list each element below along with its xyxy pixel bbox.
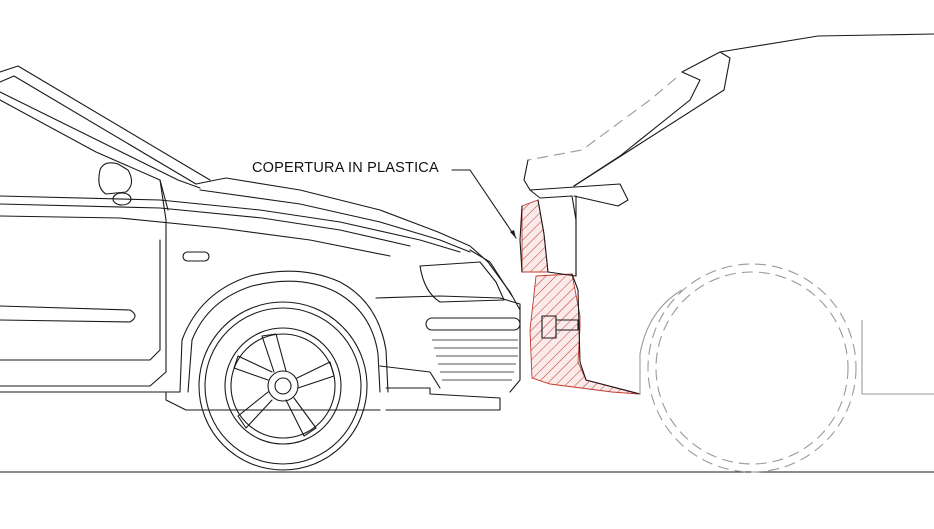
right-car-spoiler	[523, 159, 629, 207]
left-car-bumper-top	[375, 295, 521, 393]
left-car-sill	[0, 391, 381, 411]
right-car-bumper-lower	[571, 273, 641, 395]
left-car-grille-slats	[432, 339, 518, 381]
left-car-headlight-top	[469, 249, 513, 297]
right-car-arch-left	[639, 289, 683, 394]
left-car-mirror	[98, 162, 133, 195]
annotation-arrowhead	[510, 230, 516, 238]
left-car-a-pillar-outer	[0, 65, 211, 181]
left-car-mirror-base	[112, 192, 132, 206]
right-car-roof	[719, 33, 934, 53]
plastic-cover-lower	[529, 273, 639, 395]
right-car-hidden-wheel-outer	[647, 263, 857, 473]
left-car-bumper-strip	[425, 317, 521, 331]
left-car-door-inner	[0, 239, 161, 361]
left-car-a-pillar-inner	[0, 75, 197, 185]
left-car-headlight	[419, 261, 505, 303]
right-car-hidden-wheel-inner	[655, 271, 849, 465]
annotation-leader	[451, 169, 517, 239]
left-car-belt-line	[0, 195, 461, 253]
left-car-shoulder-line	[0, 215, 391, 257]
right-car-rear-window-frame	[573, 51, 731, 187]
left-car-belt-line-2	[0, 203, 411, 247]
left-car-fender-arch	[165, 270, 389, 393]
left-car-wheel	[198, 301, 368, 471]
left-car-door-edge	[0, 179, 167, 387]
right-car-tailgate-edge	[573, 57, 731, 187]
plastic-cover-hatched	[521, 199, 639, 395]
left-car-bumper-corner	[379, 365, 441, 389]
annotation-label: COPERTURA IN PLASTICA	[252, 160, 439, 176]
left-car-hood-crease	[199, 189, 471, 253]
right-car	[519, 33, 934, 473]
left-car-fender-arch-inner	[187, 280, 381, 393]
left-car-hood-line	[195, 177, 521, 311]
right-car-hidden-window	[527, 77, 677, 161]
left-car-spoiler	[385, 387, 501, 411]
plastic-cover-bracket-arm	[555, 319, 579, 331]
left-car	[0, 65, 521, 471]
plastic-cover-bracket	[541, 315, 557, 339]
left-car-window-frame	[0, 99, 169, 211]
left-car-windshield-edge	[0, 91, 201, 189]
right-car-bumper-face	[519, 205, 523, 273]
left-car-side-indicator	[182, 251, 210, 262]
right-car-sill	[861, 320, 934, 395]
left-car-side-molding	[0, 305, 136, 323]
